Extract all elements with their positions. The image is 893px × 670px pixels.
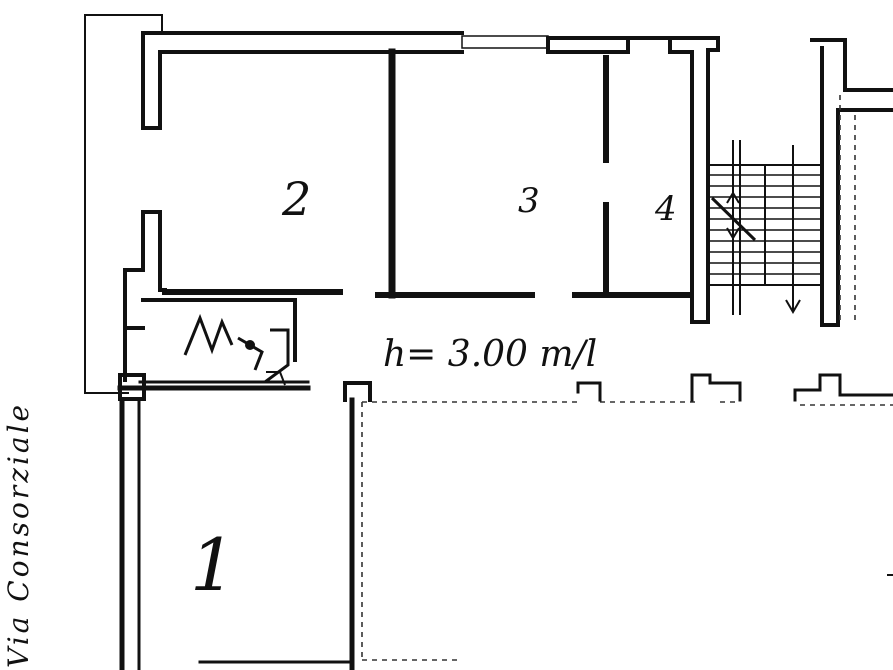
ceiling-height-note: h= 3.00 m/l	[383, 334, 597, 375]
neighbour-unit	[810, 38, 893, 327]
room-label-2: 2	[281, 172, 311, 226]
window	[461, 35, 549, 49]
stair-treads	[708, 174, 823, 275]
room-1-walls	[118, 373, 372, 670]
terrace-outline	[361, 373, 893, 661]
partition-walls	[117, 48, 693, 391]
down-arrow-icon	[726, 227, 740, 240]
up-arrow-icon	[726, 191, 740, 204]
room-label-3: 3	[518, 181, 540, 221]
room-label-4: 4	[654, 189, 677, 229]
street-label: Via Consorziale	[2, 402, 35, 668]
room-label-1: 1	[190, 523, 236, 607]
top-wall	[141, 31, 720, 324]
staircase	[707, 140, 824, 315]
left-wall-room-2	[123, 210, 167, 330]
outer-boundary	[84, 14, 163, 394]
bathroom-fixtures	[183, 313, 290, 386]
bath-label: wc	[265, 365, 288, 384]
down-arrow-icon	[785, 299, 801, 314]
